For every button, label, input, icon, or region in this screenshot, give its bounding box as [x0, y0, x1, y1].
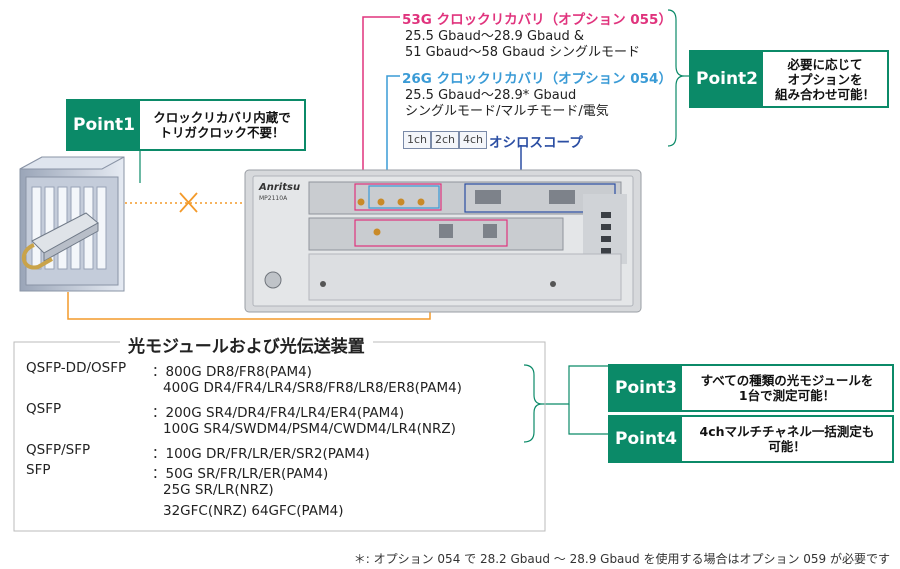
opt055-line2: 51 Gbaud～58 Gbaud シングルモード: [405, 45, 641, 60]
modules-title: 光モジュールおよび光伝送装置: [120, 332, 373, 357]
module-row-label: SFP: [26, 462, 51, 478]
optical-module-illustration: [19, 156, 125, 292]
opt054-line1: 25.5 Gbaud～28.9* Gbaud: [405, 88, 577, 103]
module-row-value: 25G SR/LR(NRZ): [163, 482, 274, 498]
point2-tag: Point2: [691, 52, 763, 106]
module-row-value: ：50G SR/FR/LR/ER(PAM4): [152, 466, 329, 482]
point1-line1: クロックリカバリ内蔵で: [153, 110, 291, 125]
scope-1ch-badge: 1ch: [403, 131, 432, 149]
point1-tag: Point1: [68, 101, 140, 149]
scope-2ch-badge: 2ch: [431, 131, 460, 149]
point4-line1: 4chマルチチャネル一括測定も: [699, 424, 875, 439]
module-row-value: ：800G DR8/FR8(PAM4): [152, 364, 312, 380]
point3-line2: 1台で測定可能！: [738, 388, 836, 403]
point1-line2: トリガクロック不要！: [159, 125, 285, 140]
opt055-line1: 25.5 Gbaud～28.9 Gbaud &: [405, 29, 584, 44]
point2-line1: 必要に応じて: [787, 56, 863, 72]
instrument-mp2110a: Anritsu MP2110A: [243, 168, 643, 314]
point4-callout: Point4 4chマルチチャネル一括測定も 可能！: [608, 415, 894, 463]
module-row-value: 400G DR4/FR4/LR4/SR8/FR8/LR8/ER8(PAM4): [163, 380, 462, 396]
sfp-transceiver-icon: [22, 212, 99, 270]
point4-line2: 可能！: [768, 439, 806, 454]
opt054-leader-line: [386, 75, 400, 190]
point2-line2: オプションを: [787, 71, 863, 87]
footnote: ＊: オプション 054 で 28.2 Gbaud ～ 28.9 Gbaud を…: [353, 552, 890, 566]
module-row-value: ：100G DR/FR/LR/ER/SR2(PAM4): [152, 446, 370, 462]
opt054-line2: シングルモード/マルチモード/電気: [405, 104, 609, 119]
point2-line3: 組み合わせ可能！: [774, 86, 875, 102]
point3-line1: すべての種類の光モジュールを: [700, 373, 874, 388]
opt054-title: 26G クロックリカバリ（オプション 054）: [402, 71, 672, 87]
opt055-leader-line: [362, 16, 400, 205]
instrument-brand: Anritsu: [259, 182, 301, 193]
module-row-label: QSFP: [26, 401, 62, 417]
point2-callout: Point2 必要に応じて オプションを 組み合わせ可能！: [689, 50, 889, 108]
scope-label: オシロスコープ: [489, 135, 583, 151]
point1-callout: Point1 クロックリカバリ内蔵で トリガクロック不要！: [66, 99, 306, 151]
module-row-value: 32GFC(NRZ) 64GFC(PAM4): [163, 503, 344, 519]
module-row-value: ：200G SR4/DR4/FR4/LR4/ER4(PAM4): [152, 405, 405, 421]
opt055-title: 53G クロックリカバリ（オプション 055）: [402, 12, 672, 28]
modules-brace: [523, 364, 543, 443]
point3-tag: Point3: [610, 366, 682, 410]
module-row-label: QSFP/SFP: [26, 442, 91, 458]
scope-4ch-badge: 4ch: [459, 131, 488, 149]
module-row-label: QSFP-DD/OSFP: [26, 360, 127, 376]
instrument-model: MP2110A: [259, 195, 288, 202]
point3-callout: Point3 すべての種類の光モジュールを 1台で測定可能！: [608, 364, 894, 412]
module-row-value: 100G SR4/SWDM4/PSM4/CWDM4/LR4(NRZ): [163, 421, 456, 437]
point4-tag: Point4: [610, 417, 682, 461]
